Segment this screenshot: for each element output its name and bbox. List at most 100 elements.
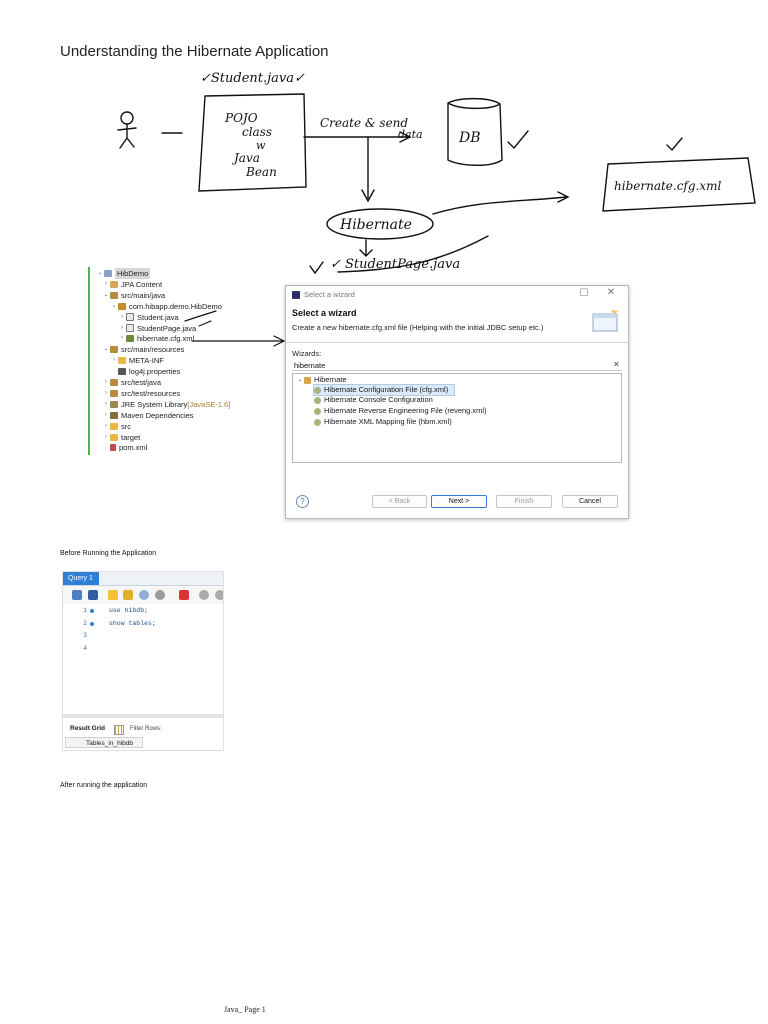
wizard-item-hbm[interactable]: Hibernate XML Mapping file (hbm.xml)	[314, 417, 452, 427]
clear-filter-icon[interactable]: ✕	[613, 360, 620, 369]
chevron-down-icon[interactable]: ⌄	[97, 270, 103, 276]
tree-item[interactable]: ›target	[102, 432, 140, 443]
chevron-down-icon[interactable]: ⌄	[103, 291, 109, 298]
wizard-item-console[interactable]: Hibernate Console Configuration	[314, 395, 433, 405]
open-folder-icon[interactable]	[72, 590, 82, 600]
dialog-header-separator	[286, 342, 628, 343]
java-icon	[126, 324, 134, 332]
help-icon[interactable]: ?	[296, 495, 309, 508]
chevron-down-icon[interactable]: ⌄	[111, 302, 117, 309]
toggle-error-icon[interactable]	[179, 590, 189, 600]
tree-item-label: log4j.properties	[129, 367, 181, 377]
finish-button[interactable]: Finish	[496, 495, 552, 508]
tree-item[interactable]: pom.xml	[102, 442, 147, 453]
tree-item[interactable]: ⌄com.hibapp.demo.HibDemo	[110, 301, 221, 312]
chevron-right-icon[interactable]: ›	[105, 379, 107, 385]
page-title: Understanding the Hibernate Application	[60, 43, 329, 60]
hibernate-icon	[314, 418, 321, 426]
student-page-note: ✓ StudentPage.java	[330, 257, 460, 272]
tree-item[interactable]: ›src	[102, 421, 131, 432]
chevron-right-icon[interactable]: ›	[113, 357, 115, 364]
category-label: Hibernate	[314, 375, 347, 384]
tree-item[interactable]: ›src/test/java	[102, 377, 161, 388]
pojo-box-line-4: Java	[231, 151, 260, 165]
hibernate-ellipse	[326, 208, 434, 240]
tree-item[interactable]: ⌄src/main/resources	[102, 344, 184, 355]
chevron-down-icon[interactable]: ⌄	[103, 346, 109, 353]
chevron-right-icon[interactable]: ›	[105, 411, 107, 418]
query-toolbar	[63, 586, 223, 604]
line-number: 1	[83, 607, 87, 614]
save-icon[interactable]	[88, 590, 98, 600]
hibernate-icon	[314, 386, 321, 394]
before-running-caption: Before Running the Application	[60, 550, 157, 557]
execute-current-icon[interactable]	[123, 590, 133, 600]
tree-item[interactable]: ›StudentPage.java	[118, 323, 196, 334]
chevron-right-icon[interactable]: ›	[121, 313, 123, 320]
grid-icon[interactable]	[114, 725, 124, 735]
wizard-item-cfg[interactable]: Hibernate Configuration File (cfg.xml)	[313, 384, 455, 396]
folder-icon	[110, 422, 118, 430]
explain-icon[interactable]	[139, 590, 149, 600]
chevron-right-icon[interactable]: ›	[105, 433, 107, 440]
tree-item[interactable]: ›META-INF	[110, 355, 164, 366]
line-number: 4	[83, 645, 87, 652]
next-button[interactable]: Next >	[431, 495, 487, 508]
wizard-item-label: Hibernate Configuration File (cfg.xml)	[324, 385, 449, 394]
proj-icon	[104, 270, 112, 277]
close-icon[interactable]: ✕	[606, 287, 616, 298]
hibernate-icon	[314, 407, 321, 415]
select-wizard-dialog: Select a wizard ☐ ✕ Select a wizard Crea…	[285, 285, 629, 519]
tree-item[interactable]: ›Maven Dependencies	[102, 410, 194, 421]
maximize-icon[interactable]: ☐	[579, 288, 589, 299]
xml-icon	[126, 335, 134, 343]
tree-item[interactable]: ›Student.java	[118, 312, 179, 323]
commit-icon[interactable]	[199, 590, 209, 600]
wizard-filter-input[interactable]	[292, 360, 622, 371]
query-tab-bar: Query 1	[63, 572, 223, 586]
query-editor-panel: Query 1 1 use hibdb; 2 show tables; 3 4 …	[62, 571, 224, 751]
execute-icon[interactable]	[108, 590, 118, 600]
result-grid-tab[interactable]: Result Grid	[70, 725, 106, 732]
line-number: 2	[83, 620, 87, 627]
tree-item[interactable]: log4j.properties	[110, 366, 180, 377]
chevron-right-icon[interactable]: ›	[121, 335, 123, 342]
tree-item-label: hibernate.cfg.xml	[137, 334, 195, 344]
user-figure-body	[117, 123, 137, 149]
tree-category-hibernate[interactable]: ⌄ Hibernate	[296, 375, 347, 385]
check-icon	[309, 261, 324, 275]
tree-item[interactable]: ⌄HibDemo	[96, 268, 151, 279]
stop-icon[interactable]	[155, 590, 165, 600]
tree-item[interactable]: ›JRE System Library[JavaSE-1.6]	[102, 399, 230, 410]
src-icon	[110, 346, 118, 354]
wizard-banner-icon	[592, 310, 618, 332]
result-column-header[interactable]: Tables_in_hibdb	[65, 737, 143, 748]
query-tab[interactable]: Query 1	[63, 572, 99, 585]
sql-editor[interactable]: 1 use hibdb; 2 show tables; 3 4	[63, 605, 223, 715]
chevron-right-icon[interactable]: ›	[105, 280, 107, 287]
check-icon	[507, 130, 529, 150]
tree-item[interactable]: ›src/test/resources	[102, 388, 180, 399]
eclipse-app-icon	[292, 291, 300, 299]
folder-icon	[118, 357, 126, 365]
tree-item[interactable]: ⌄src/main/java	[102, 290, 165, 301]
chevron-right-icon[interactable]: ›	[121, 324, 123, 331]
chevron-right-icon[interactable]: ›	[105, 400, 107, 407]
expand-chevron-icon[interactable]: ⌄	[297, 377, 303, 383]
cancel-button[interactable]: Cancel	[562, 495, 618, 508]
back-button[interactable]: < Back	[372, 495, 427, 508]
pojo-box-line-3: w	[256, 139, 266, 152]
hibernate-label: Hibernate	[339, 217, 412, 233]
chevron-right-icon[interactable]: ›	[105, 389, 107, 396]
page-footer: Java_ Page 1	[224, 1005, 266, 1014]
dialog-titlebar: Select a wizard ☐ ✕	[286, 286, 628, 304]
jre-version-label: [JavaSE-1.6]	[187, 399, 231, 409]
tree-item[interactable]: › hibernate.cfg.xml	[118, 333, 194, 344]
wizard-item-reveng[interactable]: Hibernate Reverse Engineering File (reve…	[314, 406, 487, 416]
pkg-icon	[118, 302, 126, 310]
tree-item[interactable]: ›JPA Content	[102, 279, 162, 290]
chevron-right-icon[interactable]: ›	[105, 422, 107, 429]
rollback-icon[interactable]	[215, 590, 223, 600]
wizard-item-label: Hibernate XML Mapping file (hbm.xml)	[324, 417, 452, 426]
pane-splitter[interactable]	[63, 714, 223, 718]
